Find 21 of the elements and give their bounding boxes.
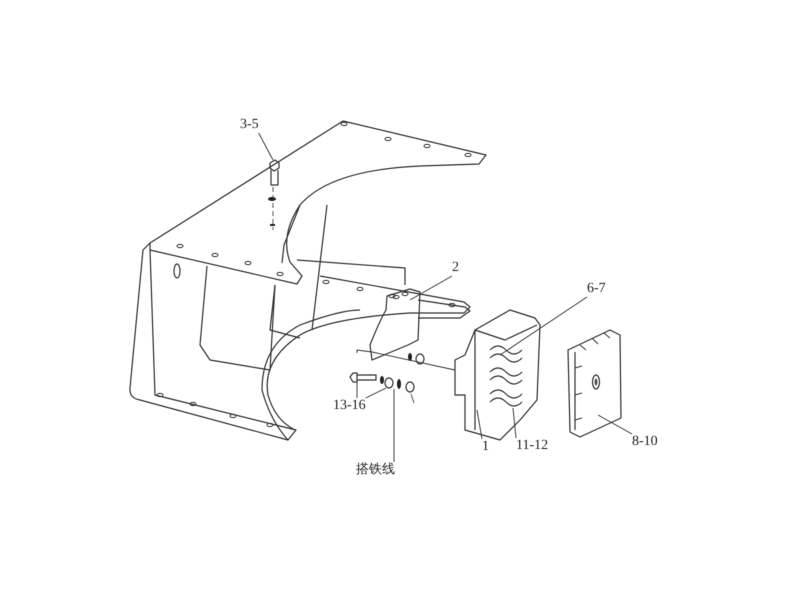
leader-line bbox=[258, 132, 274, 160]
bolt-drawing bbox=[268, 159, 280, 230]
leader-line bbox=[356, 382, 358, 398]
callout-number: 3-5 bbox=[240, 117, 259, 133]
callout-number: 11-12 bbox=[516, 438, 548, 454]
callout-number: 1 bbox=[482, 439, 489, 455]
bracket-drawing bbox=[369, 288, 471, 361]
callout-number: 2 bbox=[452, 260, 459, 276]
leader-line bbox=[476, 410, 482, 440]
callout-number: 8-10 bbox=[632, 434, 658, 450]
leader-line bbox=[410, 276, 452, 300]
terminal-module-drawing bbox=[454, 309, 541, 441]
leader-line bbox=[598, 414, 632, 434]
leader-line bbox=[365, 388, 386, 398]
callout-number: 6-7 bbox=[587, 281, 606, 297]
leader-line bbox=[500, 296, 588, 356]
leader-line bbox=[512, 408, 516, 438]
cover-plate-drawing bbox=[567, 329, 622, 438]
part-label: 搭铁线 bbox=[356, 462, 395, 478]
callout-number: 13-16 bbox=[333, 398, 366, 414]
assembly-line bbox=[356, 349, 456, 370]
